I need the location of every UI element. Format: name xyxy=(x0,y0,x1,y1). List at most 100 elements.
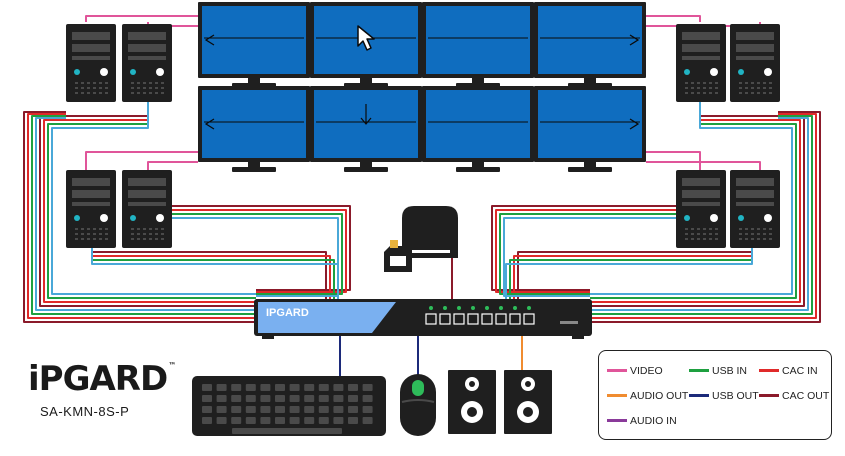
port-led xyxy=(471,306,475,310)
vent xyxy=(131,87,134,89)
vent xyxy=(149,87,152,89)
vent xyxy=(769,238,772,240)
vent xyxy=(757,228,760,230)
channel-button xyxy=(509,313,521,325)
vent xyxy=(87,92,90,94)
vent xyxy=(137,82,140,84)
drive-bay xyxy=(72,44,110,52)
legend-item-usb-out: USB OUT xyxy=(689,390,759,402)
key xyxy=(202,406,212,413)
monitor-neck xyxy=(248,78,260,84)
vent xyxy=(709,87,712,89)
vent xyxy=(81,228,84,230)
vent xyxy=(739,92,742,94)
vent xyxy=(691,228,694,230)
power-button xyxy=(764,68,772,76)
drive-bay xyxy=(682,44,720,52)
computer-tower-icon xyxy=(122,170,172,248)
port-led xyxy=(485,306,489,310)
vent xyxy=(155,233,158,235)
drive-bay xyxy=(736,202,774,206)
video-cable xyxy=(646,151,701,171)
vent xyxy=(137,233,140,235)
model-number: SA-KMN-8S-P xyxy=(40,404,130,419)
vent xyxy=(709,233,712,235)
legend-item-video: VIDEO xyxy=(607,365,663,377)
vent xyxy=(757,238,760,240)
tower-case xyxy=(66,170,116,248)
vent xyxy=(143,92,146,94)
key xyxy=(245,406,256,413)
port-led xyxy=(513,306,517,310)
usb-cac-cable xyxy=(172,217,339,297)
usb-cac-cable xyxy=(495,209,676,293)
vent xyxy=(751,228,754,230)
power-button xyxy=(710,214,718,222)
vent xyxy=(81,87,84,89)
vent xyxy=(763,238,766,240)
vent xyxy=(143,238,146,240)
drive-bay xyxy=(72,178,110,186)
vent xyxy=(769,82,772,84)
vent xyxy=(155,82,158,84)
vent xyxy=(739,87,742,89)
legend-item-cac-in: CAC IN xyxy=(759,365,818,377)
mouse-seam xyxy=(401,399,435,403)
vent xyxy=(691,87,694,89)
usb-cac-cable xyxy=(590,113,817,319)
monitor xyxy=(534,86,646,172)
vent xyxy=(137,238,140,240)
drive-bay xyxy=(736,178,774,186)
arrow-left-icon xyxy=(204,34,215,46)
vent xyxy=(763,82,766,84)
vent xyxy=(75,233,78,235)
tower-case xyxy=(730,170,780,248)
arrow-down-icon xyxy=(360,117,372,125)
key xyxy=(216,406,227,413)
vent xyxy=(697,233,700,235)
vent xyxy=(769,233,772,235)
key xyxy=(362,395,373,402)
computer-tower-icon xyxy=(730,170,780,248)
vent xyxy=(685,233,688,235)
kvm-switch: IPGARD xyxy=(254,299,592,339)
vent xyxy=(703,238,706,240)
vent xyxy=(709,82,712,84)
key xyxy=(202,417,212,424)
speaker-icon xyxy=(448,370,496,434)
vent xyxy=(745,82,748,84)
vent xyxy=(751,92,754,94)
vent xyxy=(105,92,108,94)
vent xyxy=(685,82,688,84)
vent xyxy=(105,233,108,235)
vent xyxy=(703,92,706,94)
vent xyxy=(691,92,694,94)
key xyxy=(289,417,300,424)
key xyxy=(348,395,358,402)
vent xyxy=(105,82,108,84)
vent xyxy=(99,92,102,94)
key xyxy=(275,395,285,402)
power-led xyxy=(738,215,744,221)
usb-cac-cable xyxy=(491,205,676,291)
key xyxy=(333,417,344,424)
monitor-neck xyxy=(360,162,372,168)
key xyxy=(260,417,271,424)
key xyxy=(304,384,315,391)
drive-bay xyxy=(682,56,720,60)
key xyxy=(362,417,373,424)
computer-tower-icon xyxy=(676,170,726,248)
usb-cac-cable xyxy=(35,117,256,311)
vent xyxy=(131,233,134,235)
vent xyxy=(105,228,108,230)
monitor-screen xyxy=(538,90,642,158)
port-led xyxy=(457,306,461,310)
legend-item-audio-in: AUDIO IN xyxy=(607,415,677,427)
vent xyxy=(105,238,108,240)
monitor-wall xyxy=(198,2,646,172)
vent xyxy=(769,228,772,230)
vent xyxy=(745,92,748,94)
vent xyxy=(99,87,102,89)
switch-panel xyxy=(258,302,396,333)
switch-foot xyxy=(572,334,584,339)
